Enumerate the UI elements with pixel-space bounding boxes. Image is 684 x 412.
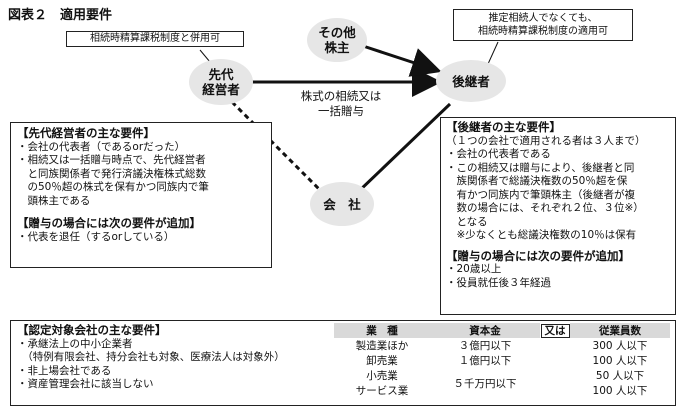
transfer-label: 株式の相続又は 一括贈与 (286, 89, 396, 119)
predecessor-line: 頭株主である (17, 194, 91, 207)
header-or: 又は (540, 323, 570, 338)
or-badge: 又は (540, 324, 570, 338)
successor-gift-line: ・役員就任後３年経過 (446, 276, 551, 289)
combination-note: 相続時精算課税制度と併用可 (66, 31, 244, 47)
predecessor-heading: 【先代経営者の主な要件】 (17, 126, 155, 140)
transfer-label-line-2: 一括贈与 (318, 104, 364, 118)
other-shareholders-node: その他 株主 (307, 18, 367, 62)
table-row: サービス業 100 人以下 (334, 383, 670, 398)
successor-line: ・この相続又は贈与により、後継者と同 (446, 161, 635, 174)
capital-cell: ３億円以下 (458, 340, 512, 352)
predecessor-gift-line: ・代表を退任（するorしている） (17, 230, 175, 243)
capital-cell: ５千万円以下 (453, 377, 517, 390)
employees-cell: 100 人以下 (592, 385, 648, 397)
predecessor-line: ・会社の代表者（であるorだった） (17, 140, 186, 153)
successor-line: （１つの会社で適用される者は３人まで） (446, 134, 646, 147)
employees-cell: 300 人以下 (592, 340, 648, 352)
successor-company-link (356, 102, 452, 194)
non-heir-note-line-2: 相続時精算課税制度の適用可 (478, 26, 608, 37)
successor-line: となる (446, 215, 488, 228)
predecessor-line: の50％超の株式を保有かつ同族内で筆 (17, 181, 209, 193)
table-row: 製造業ほか ３億円以下 300 人以下 (334, 338, 670, 353)
successor-line: ・会社の代表者である (446, 148, 551, 160)
successor-gift-heading: 【贈与の場合には次の要件が追加】 (446, 248, 630, 263)
predecessor-line: と同族関係者で発行済議決権株式総数 (17, 167, 206, 180)
predecessor-gift-heading: 【贈与の場合には次の要件が追加】 (17, 216, 201, 230)
company-line: ・資産管理会社に該当しない (17, 378, 154, 390)
predecessor-node: 先代 経営者 (189, 59, 253, 105)
predecessor-requirements-box: 【先代経営者の主な要件】 ・会社の代表者（であるorだった） ・相続又は一括贈与… (10, 122, 272, 268)
predecessor-company-link (230, 100, 324, 194)
successor-node: 後継者 (436, 60, 506, 102)
header-capital: 資本金 (430, 323, 540, 338)
successor-requirements-box: 【後継者の主な要件】 （１つの会社で適用される者は３人まで） ・会社の代表者であ… (440, 117, 676, 315)
successor-line: 数の場合には、それぞれ２位、３位※） (446, 202, 644, 214)
industry-cell: 小売業 (366, 370, 398, 382)
industry-cell: サービス業 (355, 385, 409, 397)
company-heading: 【認定対象会社の主な要件】 (17, 323, 167, 337)
successor-line: 族関係者で総議決権数の50％超を保 (446, 175, 628, 187)
non-heir-note-line-1: 推定相続人でなくても、 (488, 13, 598, 24)
other-holders-arrow (362, 44, 442, 77)
employees-cell: 50 人以下 (595, 370, 645, 382)
table-row: 小売業 ５千万円以下 50 人以下 (334, 368, 670, 390)
header-industry: 業 種 (334, 323, 430, 338)
header-employees: 従業員数 (570, 323, 670, 338)
company-node: 会 社 (310, 182, 374, 226)
right-note-pointer (487, 41, 499, 65)
successor-heading: 【後継者の主な要件】 (446, 120, 561, 134)
capital-cell: １億円以下 (458, 355, 512, 367)
company-line: ・非上場会社である (17, 364, 112, 377)
successor-line: ※少なくとも総議決権数の10％は保有 (446, 229, 637, 241)
company-line: ・承継法上の中小企業者 (17, 337, 133, 350)
transfer-label-line-1: 株式の相続又は (300, 89, 382, 103)
figure-title: 図表２ 適用要件 (8, 8, 113, 23)
successor-line: 有かつ同族内で筆頭株主（後継者が複 (446, 188, 635, 201)
employees-cell: 100 人以下 (592, 355, 648, 367)
predecessor-line: ・相続又は一括贈与時点で、先代経営者 (17, 154, 206, 166)
sme-definition-table: 業 種 資本金 又は 従業員数 製造業ほか ３億円以下 300 人以下 卸売業 … (334, 323, 670, 398)
company-line: （特例有限会社、持分会社も対象、医療法人は対象外） (17, 351, 285, 363)
successor-gift-line: ・20歳以上 (446, 263, 502, 275)
industry-cell: 製造業ほか (355, 340, 409, 352)
industry-cell: 卸売業 (366, 355, 398, 367)
non-heir-note: 推定相続人でなくても、 相続時精算課税制度の適用可 (453, 9, 633, 41)
table-row: 卸売業 １億円以下 100 人以下 (334, 353, 670, 368)
